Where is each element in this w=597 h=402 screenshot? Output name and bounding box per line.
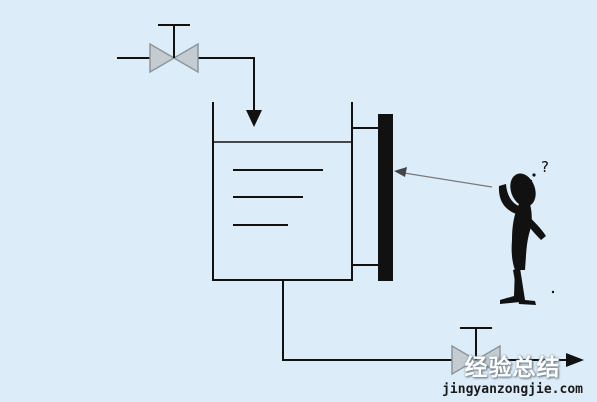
tank <box>212 102 353 281</box>
level-gauge <box>352 114 393 281</box>
liquid-level-lines <box>233 169 323 226</box>
inlet-valve-icon[interactable] <box>149 24 199 74</box>
watermark: 经验总结 jingyanzongjie.com <box>442 355 583 397</box>
outlet-pipe <box>282 280 568 361</box>
outlet-flow-arrow-icon <box>566 353 584 367</box>
gauge-bar <box>378 114 393 281</box>
watermark-url: jingyanzongjie.com <box>442 382 583 397</box>
question-mark-icon: ? <box>541 158 549 176</box>
inlet-pipe <box>117 57 255 112</box>
outlet-valve-icon[interactable] <box>451 327 501 376</box>
thinking-person-icon: ? <box>498 158 555 305</box>
sight-arrow-icon <box>394 167 407 177</box>
watermark-title: 经验总结 <box>464 355 561 381</box>
inlet-flow-arrow-icon <box>246 110 262 127</box>
sight-line <box>394 167 493 188</box>
